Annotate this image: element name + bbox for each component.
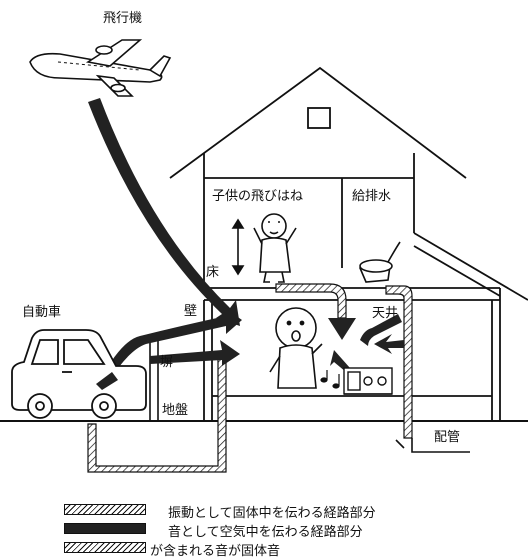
pipe-vibration-path: [385, 285, 413, 439]
floor-sound-arrow: [328, 318, 356, 340]
stereo-illustration: [343, 367, 393, 395]
person-illustration: [269, 307, 323, 389]
ceiling-label: 天井: [372, 306, 399, 321]
legend-hatched-text: 振動として固体中を伝わる経路部分: [168, 506, 376, 521]
airplane-sound-path: [88, 98, 240, 326]
drain-pipe: [395, 438, 470, 453]
ceiling-sound-arrow: [360, 314, 402, 346]
music-note-icon: [320, 370, 340, 389]
airplane-illustration: [29, 39, 172, 97]
ground-label: 地盤: [162, 403, 189, 418]
right-wall-arrow: [374, 334, 404, 354]
car-exhaust-arrow: [96, 372, 118, 390]
wall-label: 壁: [184, 304, 198, 319]
child-jumping-label: 子供の飛びはね: [212, 189, 304, 204]
solid-swatch: [64, 523, 146, 534]
fence-label: 塀: [160, 355, 174, 370]
attic-vent: [307, 107, 331, 129]
toilet-illustration: [359, 241, 401, 283]
legend-note-text: が含まれる音が固体音: [150, 544, 281, 559]
hatched-paths: [87, 283, 413, 473]
piping-label: 配管: [434, 430, 461, 445]
leanto-roof: [413, 232, 528, 301]
house-roof: [169, 66, 467, 179]
airplane-label: 飛行機: [103, 11, 143, 26]
floor-label: 床: [206, 265, 220, 280]
stereo-sound-arrow: [330, 350, 350, 372]
note-swatch: [64, 542, 146, 553]
airborne-paths: [88, 98, 404, 386]
car-sound-path-lower: [150, 340, 240, 366]
leanto-inner-line: [413, 245, 501, 297]
legend-solid-text: 音として空気中を伝わる経路部分: [168, 525, 363, 540]
car-sound-path-upper: [100, 306, 242, 386]
water-supply-label: 給排水: [352, 189, 392, 204]
car-label: 自動車: [22, 305, 62, 320]
fence: [149, 339, 159, 421]
child-illustration: [253, 213, 297, 283]
car-illustration: [11, 329, 147, 419]
jump-arrow: [231, 218, 245, 276]
hatched-swatch: [64, 504, 146, 515]
